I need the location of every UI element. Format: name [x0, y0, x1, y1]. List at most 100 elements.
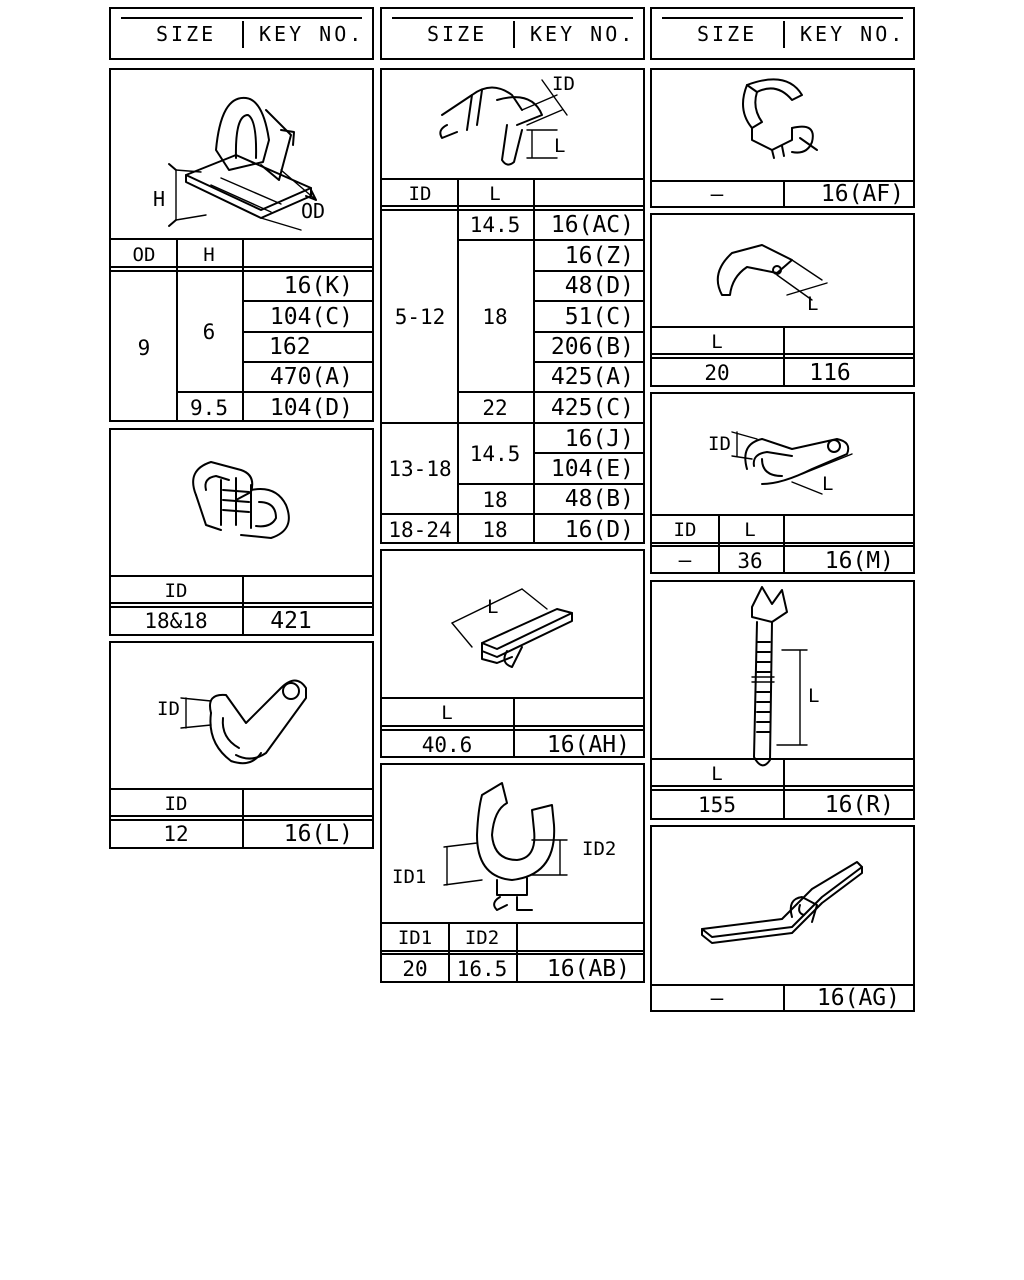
hook-clip-diagram: L [716, 244, 828, 315]
id-value: 18&18 [144, 609, 208, 633]
key-no: 470(A) [269, 364, 353, 390]
key-no: 16(AF) [820, 181, 904, 207]
key-no: 104(C) [269, 304, 353, 330]
col-od-header: OD [132, 244, 156, 266]
clamp-clip-diagram [742, 78, 818, 159]
id1-value: 20 [402, 957, 428, 981]
id-value: — [678, 548, 692, 572]
header-key-label: KEY NO. [530, 22, 636, 46]
loop-clip-diagram: ID L [708, 431, 853, 495]
id-value: 5-12 [394, 305, 446, 329]
od-value: 9 [137, 336, 151, 360]
header-size-label: SIZE [697, 22, 758, 46]
panel-clip-double: ID 18&18 421 [109, 428, 374, 636]
l-value: 18 [482, 305, 508, 329]
col-id-header: ID [164, 580, 188, 602]
key-no: 116 [809, 360, 851, 386]
key-no: 162 [269, 334, 311, 360]
l-value: 40.6 [421, 733, 473, 757]
key-no: 425(C) [550, 395, 634, 421]
l-value: 155 [698, 793, 736, 817]
header-key-label: KEY NO. [259, 22, 365, 46]
l-value: 36 [737, 549, 763, 573]
key-no: 16(R) [824, 792, 894, 818]
l-dim-label: L [487, 596, 498, 618]
panel-clip-id-l: ID L ID L 5-12 13-18 18-24 14.5 18 22 14… [380, 68, 645, 544]
cable-tie-diagram: L [751, 586, 819, 767]
id-dim-label: ID [708, 433, 731, 455]
panel-clip-l-40: L L 40.6 16(AH) [380, 549, 645, 758]
header-size-label: SIZE [427, 22, 488, 46]
id-dim-label: ID [157, 698, 180, 720]
col-l-header: L [441, 702, 453, 724]
col-l-header: L [744, 519, 756, 541]
key-no: 16(L) [283, 821, 353, 847]
id-dim-label: ID [552, 73, 575, 95]
panel-clip-id1-id2: ID1 ID2 ID1 ID2 20 16.5 16(AB) [380, 763, 645, 983]
key-no: 425(A) [550, 364, 634, 390]
col-l-header: L [711, 763, 723, 785]
col-id-header: ID [164, 793, 188, 815]
key-no: 104(D) [269, 395, 353, 421]
header-col1: SIZE KEY NO. [109, 7, 374, 60]
key-no: 51(C) [564, 304, 634, 330]
l-value: 14.5 [469, 213, 521, 237]
l-dim-label: L [822, 473, 833, 495]
id-value: 13-18 [388, 457, 452, 481]
double-clip-diagram [192, 461, 290, 539]
size-value: — [710, 986, 724, 1010]
l-value: 14.5 [469, 442, 521, 466]
id2-dim-label: ID2 [582, 838, 616, 860]
panel-clip-m: ID L ID L — 36 16(M) [650, 392, 915, 574]
p-clip-diagram: ID [157, 679, 307, 765]
h-dim-label: H [153, 187, 165, 211]
od-dim-label: OD [301, 199, 325, 223]
l-dim-label: L [807, 293, 818, 315]
panel-clip-r: L L 155 16(R) [650, 580, 915, 820]
l-value: 22 [482, 396, 508, 420]
double-retainer-clip-diagram: ID1 ID2 [392, 782, 616, 911]
key-no: 16(AC) [550, 212, 634, 238]
header-col3: SIZE KEY NO. [650, 7, 915, 60]
panel-clip-ag: — 16(AG) [650, 825, 915, 1012]
col-id-header: ID [408, 183, 432, 205]
key-no: 421 [270, 608, 312, 634]
size-value: — [710, 182, 724, 206]
id-value: 18-24 [388, 518, 452, 542]
key-no: 16(AH) [546, 732, 630, 758]
col-h-header: H [203, 244, 215, 266]
panel-clip-af: — 16(AF) [650, 68, 915, 208]
header-key-label: KEY NO. [800, 22, 906, 46]
l-dim-label: L [808, 685, 819, 707]
panel-clip-id-12: ID ID 12 16(L) [109, 641, 374, 849]
key-no: 16(AG) [816, 985, 900, 1011]
header-col2: SIZE KEY NO. [380, 7, 645, 60]
l-dim-label: L [554, 135, 565, 157]
l-value: 20 [704, 361, 730, 385]
col-l-header: L [489, 183, 501, 205]
panel-clip-od-h: H OD OD H 9 6 9.5 16(K) 104(C) 162 470(A… [109, 68, 374, 422]
key-no: 206(B) [550, 334, 634, 360]
key-no: 16(Z) [564, 243, 634, 269]
key-no: 16(J) [564, 426, 634, 452]
wire-clip-diagram: ID L [439, 73, 575, 166]
key-no: 104(E) [550, 456, 634, 482]
h-value: 6 [202, 320, 216, 344]
l-value: 18 [482, 488, 508, 512]
col-id1-header: ID1 [397, 927, 433, 949]
col-id2-header: ID2 [464, 927, 500, 949]
col-id-header: ID [673, 519, 697, 541]
clip-push-rivet-diagram: H OD [153, 96, 325, 231]
key-no: 48(D) [564, 273, 634, 299]
key-no: 16(D) [564, 517, 634, 543]
key-no: 48(B) [564, 486, 634, 512]
key-no: 16(M) [824, 548, 894, 574]
key-no: 16(AB) [546, 956, 630, 982]
header-size-label: SIZE [156, 22, 217, 46]
id1-dim-label: ID1 [392, 866, 426, 888]
id2-value: 16.5 [456, 957, 508, 981]
id-value: 12 [163, 822, 189, 846]
panel-clip-l-20: L L 20 116 [650, 213, 915, 387]
band-clip-diagram [701, 861, 863, 944]
l-value: 18 [482, 518, 508, 542]
